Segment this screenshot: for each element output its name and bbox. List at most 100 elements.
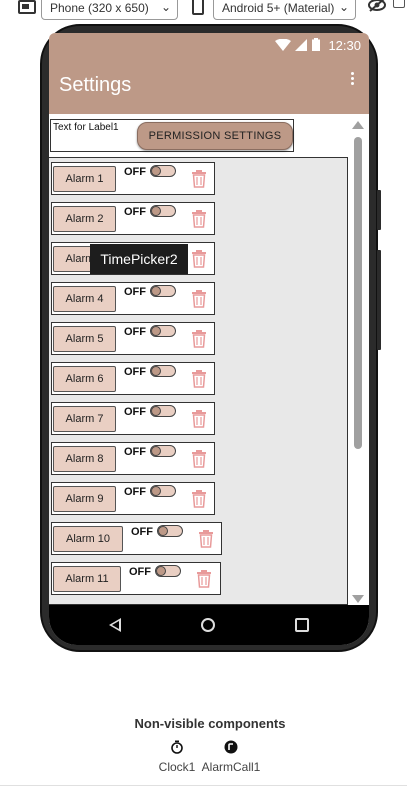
alarm-row: Alarm 7 OFF — [51, 402, 215, 435]
alarm-button[interactable]: Alarm 10 — [53, 526, 123, 552]
alarm-toggle[interactable] — [157, 525, 183, 537]
alarm-toggle[interactable] — [155, 565, 181, 577]
alarm-row: Alarm 6 OFF — [51, 362, 215, 395]
delete-alarm-button[interactable] — [186, 485, 212, 513]
phone-screen: 12:30 Settings Text for Label1 PERMISSIO… — [49, 33, 369, 645]
alarm-row: Alarm 1 OFF — [51, 162, 215, 195]
delete-alarm-button[interactable] — [186, 205, 212, 233]
alarm-button[interactable]: Alarm 9 — [53, 486, 116, 512]
alarm-button[interactable]: Alarm 6 — [53, 366, 116, 392]
trash-icon — [192, 210, 206, 228]
battery-icon — [312, 38, 320, 51]
label1: Text for Label1 — [53, 122, 119, 133]
chevron-down-icon: ⌄ — [338, 0, 349, 14]
trash-icon — [192, 250, 206, 268]
timepicker-tooltip: TimePicker2 — [90, 244, 188, 274]
alarm-state-label: OFF — [124, 286, 146, 298]
overflow-menu-icon[interactable] — [351, 72, 355, 88]
permission-row: Text for Label1 PERMISSION SETTINGS — [50, 119, 294, 152]
alarm-row: Alarm 10 OFF — [51, 522, 222, 555]
device-size-value: Phone (320 x 650) — [50, 1, 149, 15]
alarm-state-label: OFF — [124, 406, 146, 418]
trash-icon — [192, 410, 206, 428]
android-nav-bar — [49, 605, 369, 645]
scroll-thumb[interactable] — [354, 137, 362, 449]
wifi-icon — [275, 39, 291, 51]
trash-icon — [192, 170, 206, 188]
alarm-toggle[interactable] — [150, 165, 176, 177]
clock1-label: Clock1 — [158, 760, 196, 774]
designer-toolbar: Phone (320 x 650) ⌄ Android 5+ (Material… — [0, 0, 407, 20]
vertical-scrollbar[interactable] — [351, 119, 365, 605]
alarm-toggle[interactable] — [150, 365, 176, 377]
trash-icon — [197, 570, 211, 588]
permission-settings-button[interactable]: PERMISSION SETTINGS — [137, 122, 293, 150]
alarm-row: Alarm 5 OFF — [51, 322, 215, 355]
trash-icon — [192, 450, 206, 468]
stopwatch-icon — [171, 740, 183, 754]
alarm-toggle[interactable] — [150, 405, 176, 417]
trash-icon — [199, 530, 213, 548]
scroll-down-arrow-icon[interactable] — [352, 595, 364, 603]
phone-side-button — [377, 250, 381, 350]
alarm-list[interactable]: Alarm 1 OFF Alarm 2 OFF Alarm 3 OFF Alar… — [49, 157, 348, 605]
alarm-state-label: OFF — [129, 566, 151, 578]
alarm-row: Alarm 9 OFF — [51, 482, 215, 515]
phone-side-button — [377, 190, 381, 230]
alarm-button[interactable]: Alarm 8 — [53, 446, 116, 472]
alarm-button[interactable]: Alarm 7 — [53, 406, 116, 432]
recent-apps-icon[interactable] — [295, 618, 309, 632]
trash-icon — [192, 370, 206, 388]
delete-alarm-button[interactable] — [186, 445, 212, 473]
scroll-up-arrow-icon[interactable] — [352, 121, 364, 129]
app-title: Settings — [59, 74, 132, 96]
delete-alarm-button[interactable] — [186, 285, 212, 313]
trash-icon — [192, 490, 206, 508]
back-icon-inner — [112, 621, 119, 629]
home-icon[interactable] — [201, 618, 215, 632]
theme-value: Android 5+ (Material) — [222, 1, 335, 15]
alarmcall1-label: AlarmCall1 — [201, 760, 261, 774]
alarm-state-label: OFF — [124, 486, 146, 498]
delete-alarm-button[interactable] — [193, 525, 219, 553]
device-size-select[interactable]: Phone (320 x 650) ⌄ — [41, 0, 178, 20]
alarm-call-icon — [224, 740, 238, 754]
non-visible-component[interactable]: Clock1 — [147, 740, 207, 774]
preview-size-icon[interactable] — [18, 0, 36, 14]
alarm-row: Alarm 2 OFF — [51, 202, 215, 235]
theme-select[interactable]: Android 5+ (Material) ⌄ — [213, 0, 356, 20]
non-visible-components-title: Non-visible components — [134, 716, 286, 731]
phone-icon[interactable] — [192, 0, 204, 15]
alarm-toggle[interactable] — [150, 205, 176, 217]
hidden-components-icon[interactable] — [368, 0, 386, 12]
delete-alarm-button[interactable] — [186, 365, 212, 393]
bottom-divider — [0, 785, 407, 786]
non-visible-component[interactable]: AlarmCall1 — [201, 740, 261, 774]
delete-alarm-button[interactable] — [186, 325, 212, 353]
alarm-state-label: OFF — [124, 166, 146, 178]
alarm-button[interactable]: Alarm 5 — [53, 326, 116, 352]
alarm-row: Alarm 8 OFF — [51, 442, 215, 475]
status-time: 12:30 — [328, 38, 361, 53]
alarm-state-label: OFF — [124, 326, 146, 338]
alarm-button[interactable]: Alarm 11 — [53, 566, 121, 592]
app-bar: Settings — [49, 58, 369, 114]
delete-alarm-button[interactable] — [186, 165, 212, 193]
alarm-state-label: OFF — [124, 366, 146, 378]
trash-icon — [192, 330, 206, 348]
alarm-toggle[interactable] — [150, 285, 176, 297]
alarm-state-label: OFF — [124, 446, 146, 458]
display-hidden-checkbox[interactable] — [393, 0, 405, 8]
alarm-state-label: OFF — [124, 206, 146, 218]
alarm-toggle[interactable] — [150, 445, 176, 457]
delete-alarm-button[interactable] — [186, 245, 212, 273]
alarm-button[interactable]: Alarm 1 — [53, 166, 116, 192]
alarm-button[interactable]: Alarm 2 — [53, 206, 116, 232]
alarm-toggle[interactable] — [150, 325, 176, 337]
signal-icon — [295, 39, 307, 51]
status-bar: 12:30 — [49, 33, 369, 58]
alarm-button[interactable]: Alarm 4 — [53, 286, 116, 312]
delete-alarm-button[interactable] — [186, 405, 212, 433]
delete-alarm-button[interactable] — [191, 565, 217, 593]
alarm-toggle[interactable] — [150, 485, 176, 497]
